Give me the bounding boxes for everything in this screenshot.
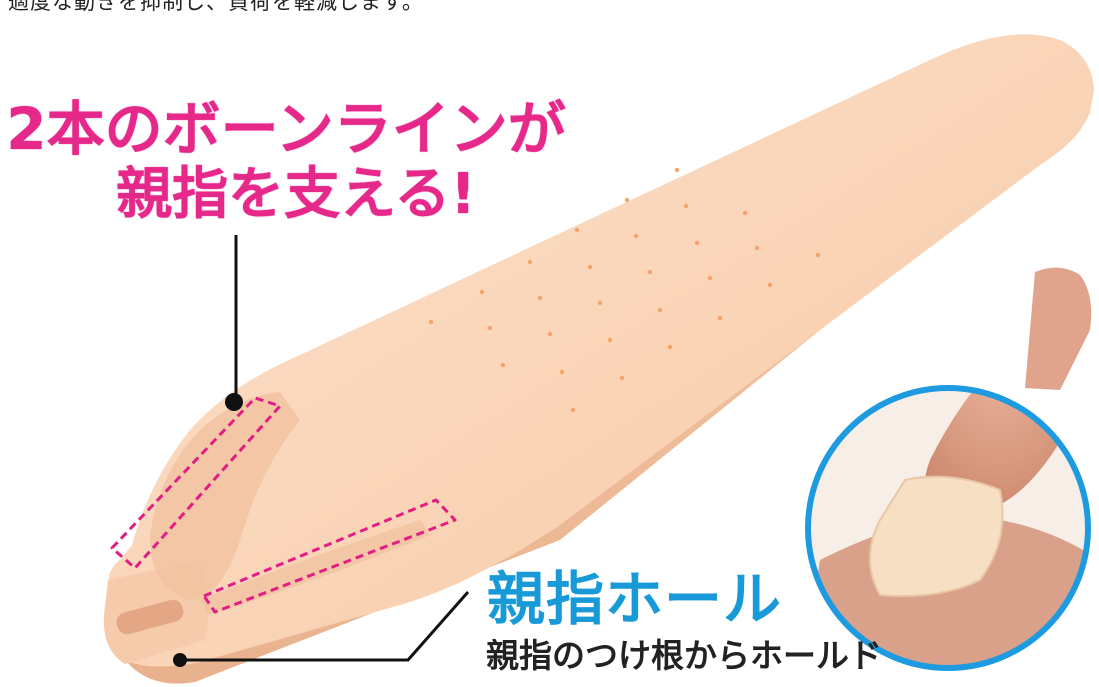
palm-cup	[150, 392, 300, 600]
bone-line-headline-line1: 2本のボーンラインが	[6, 95, 566, 163]
thumb-hole-subtitle: 親指のつけ根からホールド	[486, 636, 882, 675]
leader-dot-bone	[225, 393, 243, 411]
loop-opening	[116, 599, 184, 635]
bone-line-dashes	[110, 396, 457, 614]
perforation-dots	[428, 167, 821, 413]
thumb-splint-on-photo	[869, 475, 1004, 597]
top-caption: 適度な動きを抑制し、負荷を軽減します。	[8, 0, 424, 14]
bone-line-headline: 2本のボーンラインが 親指を支える!	[6, 96, 566, 228]
leader-lines	[180, 235, 470, 662]
inset-ring	[805, 385, 1091, 671]
thumb-hole-title: 親指ホール	[487, 565, 783, 633]
leader-dot-hole	[173, 653, 187, 667]
bone-line-headline-line2: 親指を支える!	[116, 162, 476, 227]
splint-body	[108, 34, 1094, 667]
